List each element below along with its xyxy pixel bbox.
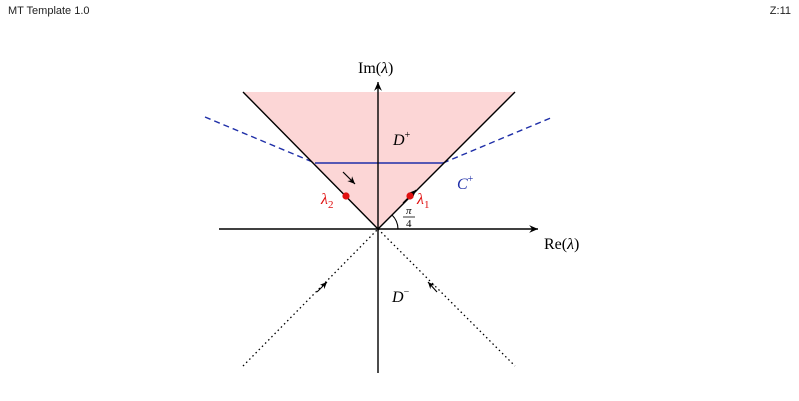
boundary-left bbox=[242, 91, 379, 230]
lambda2-label: λ2 bbox=[320, 191, 333, 211]
angle-arc bbox=[391, 214, 399, 230]
running-header-title: MT Template 1.0 bbox=[8, 5, 90, 17]
im-axis-label: Im(λ) bbox=[358, 60, 393, 77]
region-d-plus-fill bbox=[243, 92, 515, 229]
running-header-page: Z:11 bbox=[769, 5, 791, 17]
region-d-minus-label: D− bbox=[391, 287, 410, 306]
region-d-plus-label: D+ bbox=[392, 130, 411, 149]
dotted-ray-lower-left bbox=[242, 228, 379, 367]
angle-denominator: 4 bbox=[406, 218, 412, 230]
lambda1-point bbox=[406, 192, 414, 200]
boundary-right bbox=[377, 91, 516, 230]
contour-c-plus-label: C+ bbox=[457, 174, 474, 193]
angle-numerator: π bbox=[406, 205, 412, 217]
dotted-ray-lower-left-arrow bbox=[316, 281, 328, 293]
re-axis-label: Re(λ) bbox=[544, 236, 579, 253]
dotted-ray-lower-right bbox=[377, 228, 516, 367]
boundary-left-arrow bbox=[342, 171, 356, 185]
lambda1-label: λ1 bbox=[416, 191, 429, 211]
lambda2-point bbox=[342, 192, 350, 200]
dotted-ray-lower-right-arrow bbox=[427, 281, 438, 293]
